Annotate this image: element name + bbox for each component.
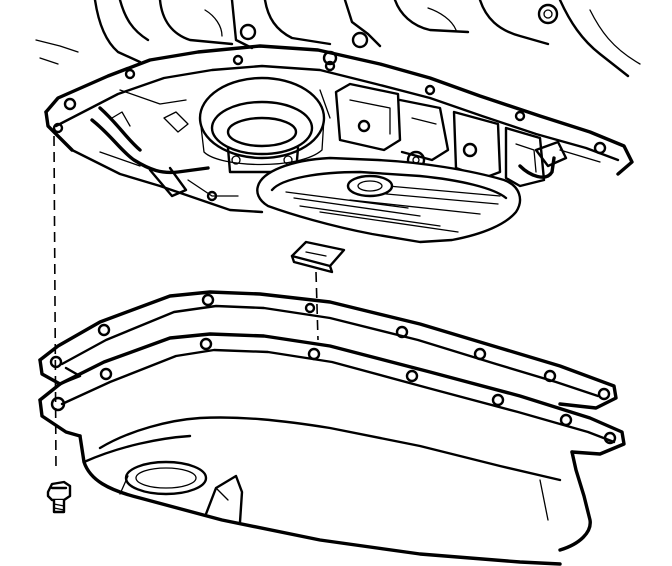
filter-seal xyxy=(290,240,346,274)
oil-pan xyxy=(38,332,626,566)
alignment-lines xyxy=(53,135,319,471)
pan-gasket xyxy=(38,290,618,410)
transmission-case xyxy=(35,0,641,214)
oil-filter xyxy=(256,156,522,244)
pan-bolt xyxy=(46,480,72,514)
